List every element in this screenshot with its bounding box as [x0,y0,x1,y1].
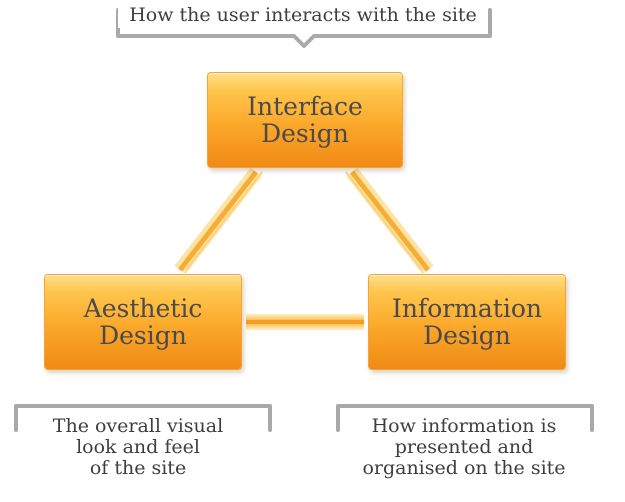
information-bracket [336,404,594,432]
aesthetic-bracket [14,404,272,432]
connector-aesthetic-information [246,314,364,330]
top-caption: How the user interacts with the site [118,4,488,28]
connector-interface-aesthetic [174,167,263,275]
interface-design-box: Interface Design [207,72,403,168]
information-design-box: Information Design [368,274,566,370]
connector-interface-information [345,167,434,275]
top-bracket [116,8,492,48]
aesthetic-design-box: Aesthetic Design [44,274,242,370]
information-caption: How information is presented and organis… [362,415,566,479]
aesthetic-caption: The overall visual look and feel of the … [52,415,224,479]
